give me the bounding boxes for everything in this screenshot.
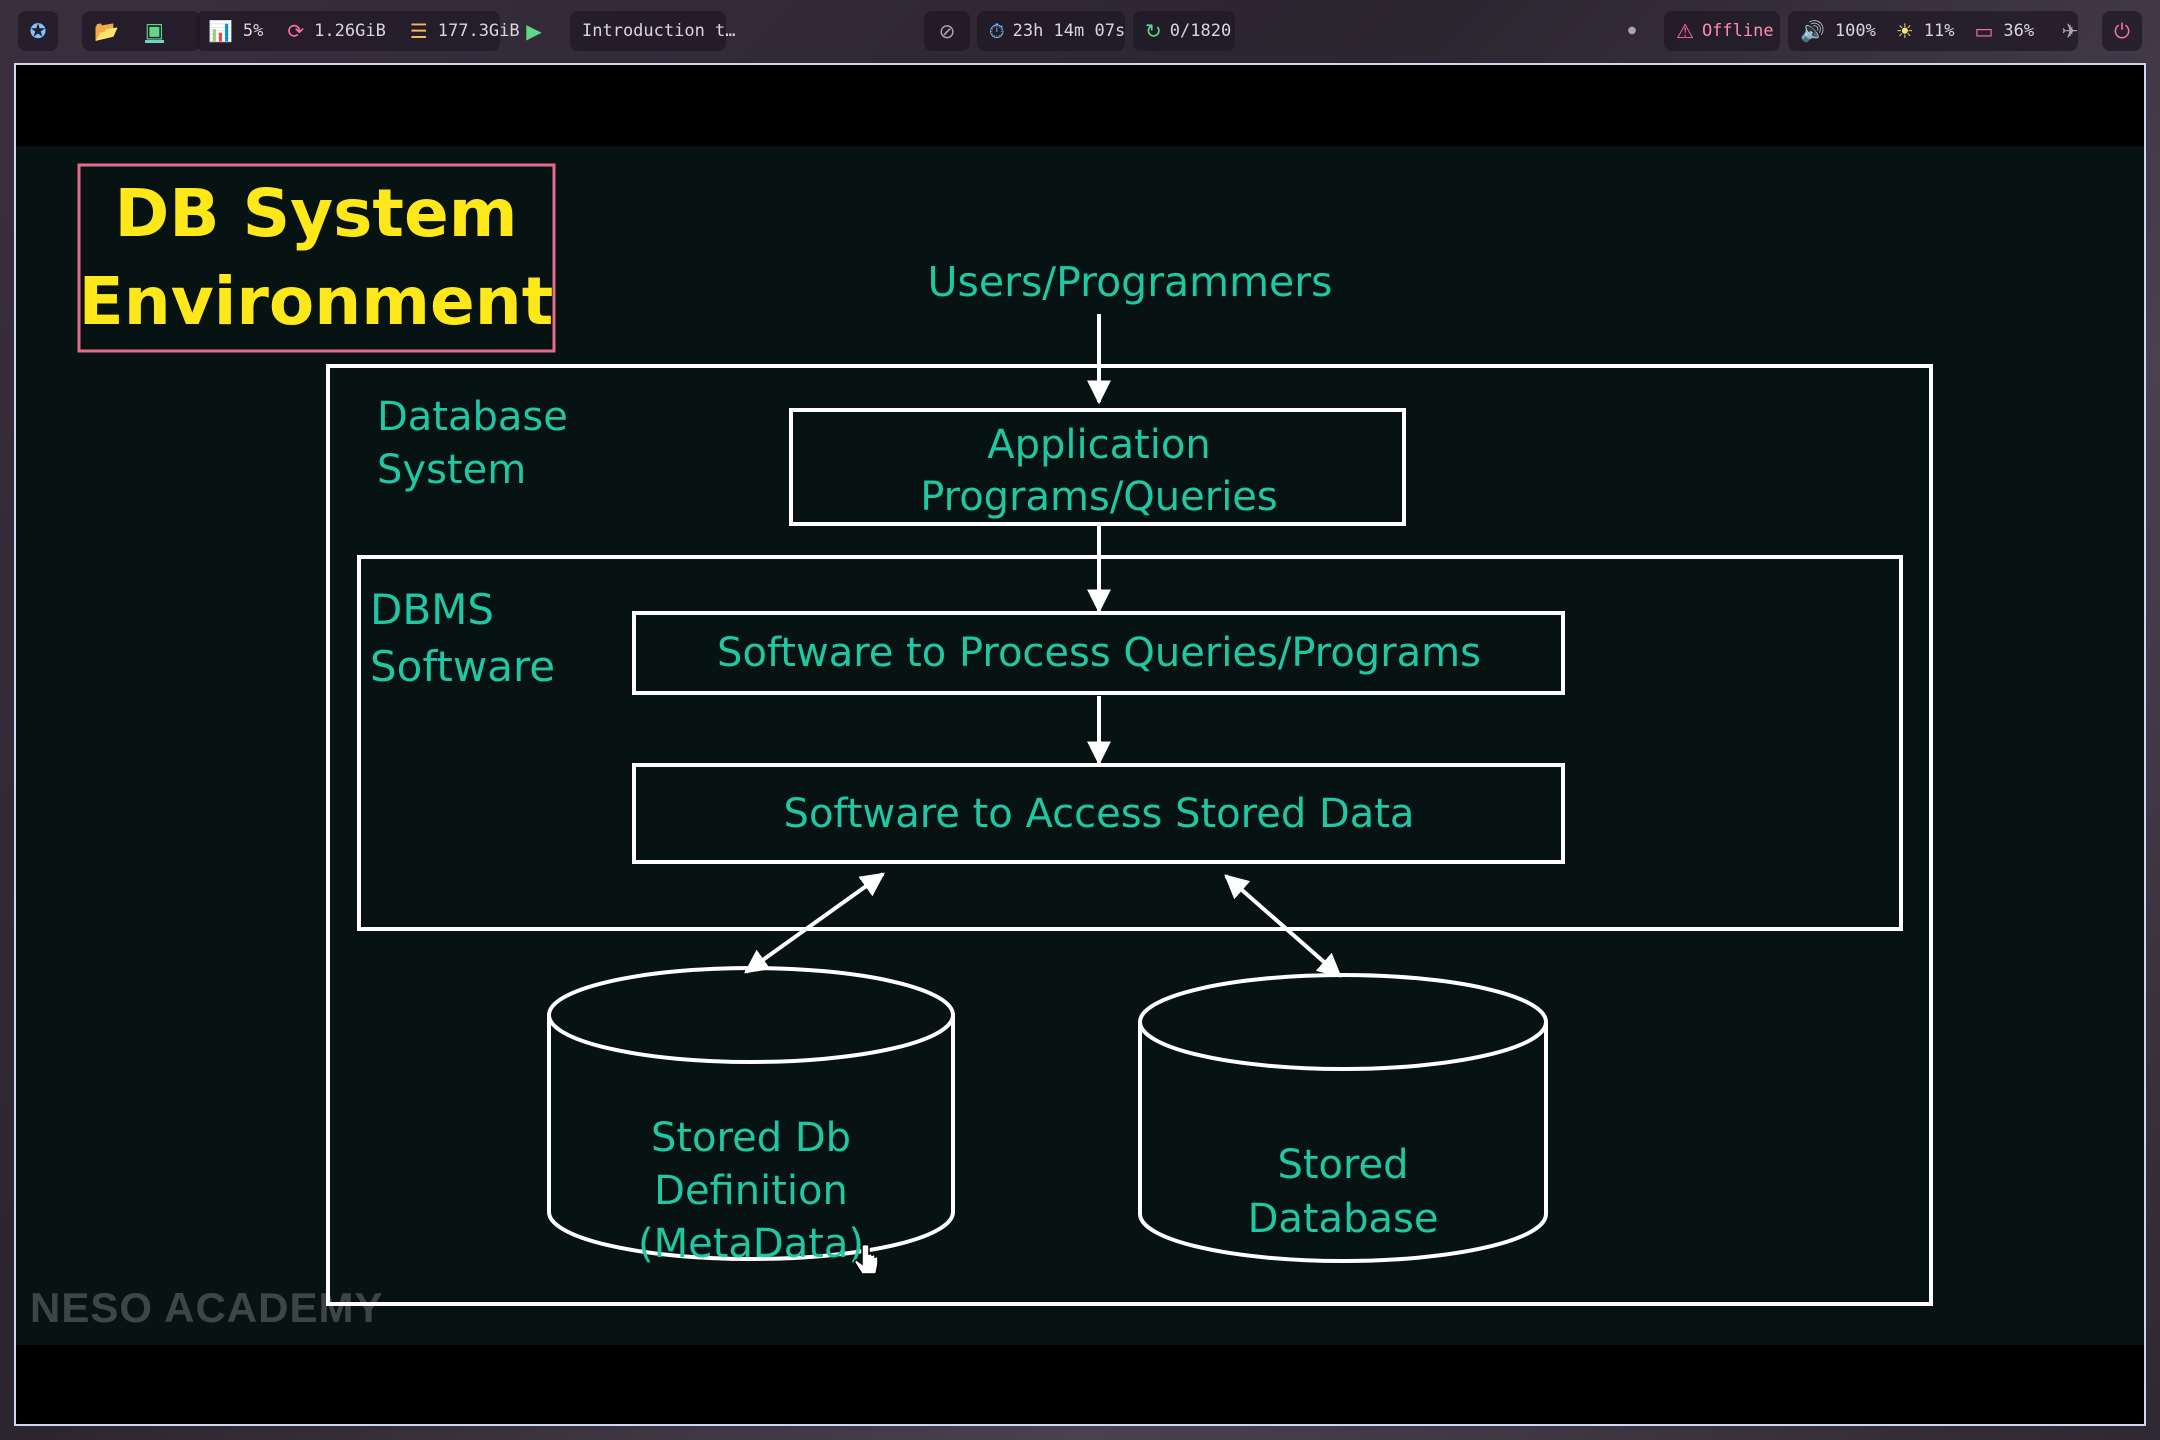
timer-widget[interactable]: ⏱ 23h 14m 07s <box>977 11 1125 51</box>
metadata-label-1: Stored Db <box>651 1115 851 1161</box>
battery-icon: ▭ <box>1974 19 1994 43</box>
title-box <box>77 163 556 353</box>
media-player-icon: ▶ <box>526 19 542 43</box>
dbms-label-2: Software <box>370 642 555 691</box>
arrow-access-stored-database <box>1224 874 1342 978</box>
media-app-button[interactable]: ▶ <box>514 11 554 51</box>
tray-dot: ● <box>1624 11 1640 51</box>
stored-database-cylinder <box>1138 973 1548 1263</box>
volume-level[interactable]: 100% <box>1834 21 1876 41</box>
title-line-2: Environment <box>79 263 554 340</box>
video-workspace-icon[interactable]: ▣ <box>144 17 164 43</box>
chart-icon: 📊 <box>208 19 233 43</box>
refresh-icon: ↻ <box>1145 19 1162 43</box>
memory-usage: 1.26GiB <box>314 21 386 41</box>
power-button[interactable]: ⏻ <box>2102 11 2142 51</box>
brightness-level[interactable]: 11% <box>1923 21 1955 41</box>
application-label-2: Programs/Queries <box>920 474 1278 520</box>
stored-database-label-2: Database <box>1248 1196 1439 1242</box>
dbms-label-1: DBMS <box>370 585 494 634</box>
system-indicators: 🔊 100% ☀ 11% ▭ 36% <box>1788 11 2078 51</box>
system-stats: 📊 5% ⟳ 1.26GiB ☰ 177.3GiB <box>196 11 520 51</box>
database-system-label-1: Database <box>377 394 568 440</box>
metadata-label-2: Definition <box>654 1168 848 1214</box>
network-label: Offline <box>1701 21 1774 41</box>
updates-counter: 0/1820 <box>1169 21 1232 41</box>
stored-database-label-1: Stored <box>1277 1142 1408 1188</box>
users-programmers-label: Users/Programmers <box>928 258 1333 306</box>
brightness-icon[interactable]: ☀ <box>1895 19 1914 43</box>
updates-widget[interactable]: ↻ 0/1820 <box>1133 11 1235 51</box>
database-system-label-2: System <box>377 447 526 493</box>
application-label-1: Application <box>987 422 1211 468</box>
compass-icon: ✪ <box>29 19 47 43</box>
title-line-1: DB System <box>115 175 518 252</box>
video-player-window[interactable]: DB System Environment Users/Programmers … <box>14 63 2146 1426</box>
memory-icon: ⟳ <box>287 19 305 43</box>
dbms-software-box <box>357 555 1903 931</box>
process-queries-box <box>632 611 1565 695</box>
disk-icon: ☰ <box>409 19 428 43</box>
neso-academy-watermark: NESO ACADEMY <box>30 1284 384 1331</box>
window-title-label: Introduction t… <box>582 21 736 41</box>
hand-cursor-icon <box>854 1243 879 1275</box>
db-system-diagram: DB System Environment Users/Programmers … <box>77 163 1933 1306</box>
workspace-switcher: 📂 ▣ <box>82 11 200 51</box>
wifi-off-icon: ⚠ <box>1676 19 1694 43</box>
stopwatch-icon: ⏱ <box>989 19 1005 43</box>
database-system-box <box>326 364 1933 1306</box>
metadata-cylinder <box>547 966 955 1261</box>
access-stored-data-box <box>632 763 1565 864</box>
idle-inhibitor-button[interactable]: ⊘ <box>924 11 970 51</box>
battery-level: 36% <box>2003 21 2035 41</box>
airplane-button[interactable]: ✈ <box>2050 11 2090 51</box>
application-programs-box <box>789 408 1406 526</box>
network-status[interactable]: ⚠ Offline <box>1664 11 1780 51</box>
dot-icon: ● <box>1627 25 1637 36</box>
active-window-title[interactable]: Introduction t… <box>570 11 736 51</box>
volume-icon[interactable]: 🔊 <box>1800 19 1825 43</box>
airplane-icon: ✈ <box>2061 19 2079 43</box>
launcher-button[interactable]: ✪ <box>18 11 58 51</box>
timer-value: 23h 14m 07s <box>1012 21 1126 41</box>
process-queries-label: Software to Process Queries/Programs <box>717 630 1481 676</box>
folder-icon[interactable]: 📂 <box>94 19 119 43</box>
lecture-slide: DB System Environment Users/Programmers … <box>16 146 2144 1345</box>
metadata-label-3: (MetaData) <box>638 1221 864 1267</box>
top-status-bar: ✪ 📂 ▣ 📊 5% ⟳ 1.26GiB ☰ 177.3GiB ▶ Introd… <box>0 0 2160 62</box>
power-icon: ⏻ <box>2114 19 2130 43</box>
eye-off-icon: ⊘ <box>938 19 956 43</box>
arrow-access-metadata <box>744 872 885 974</box>
cpu-usage: 5% <box>242 21 264 41</box>
access-stored-data-label: Software to Access Stored Data <box>784 791 1415 837</box>
disk-usage: 177.3GiB <box>437 21 520 41</box>
